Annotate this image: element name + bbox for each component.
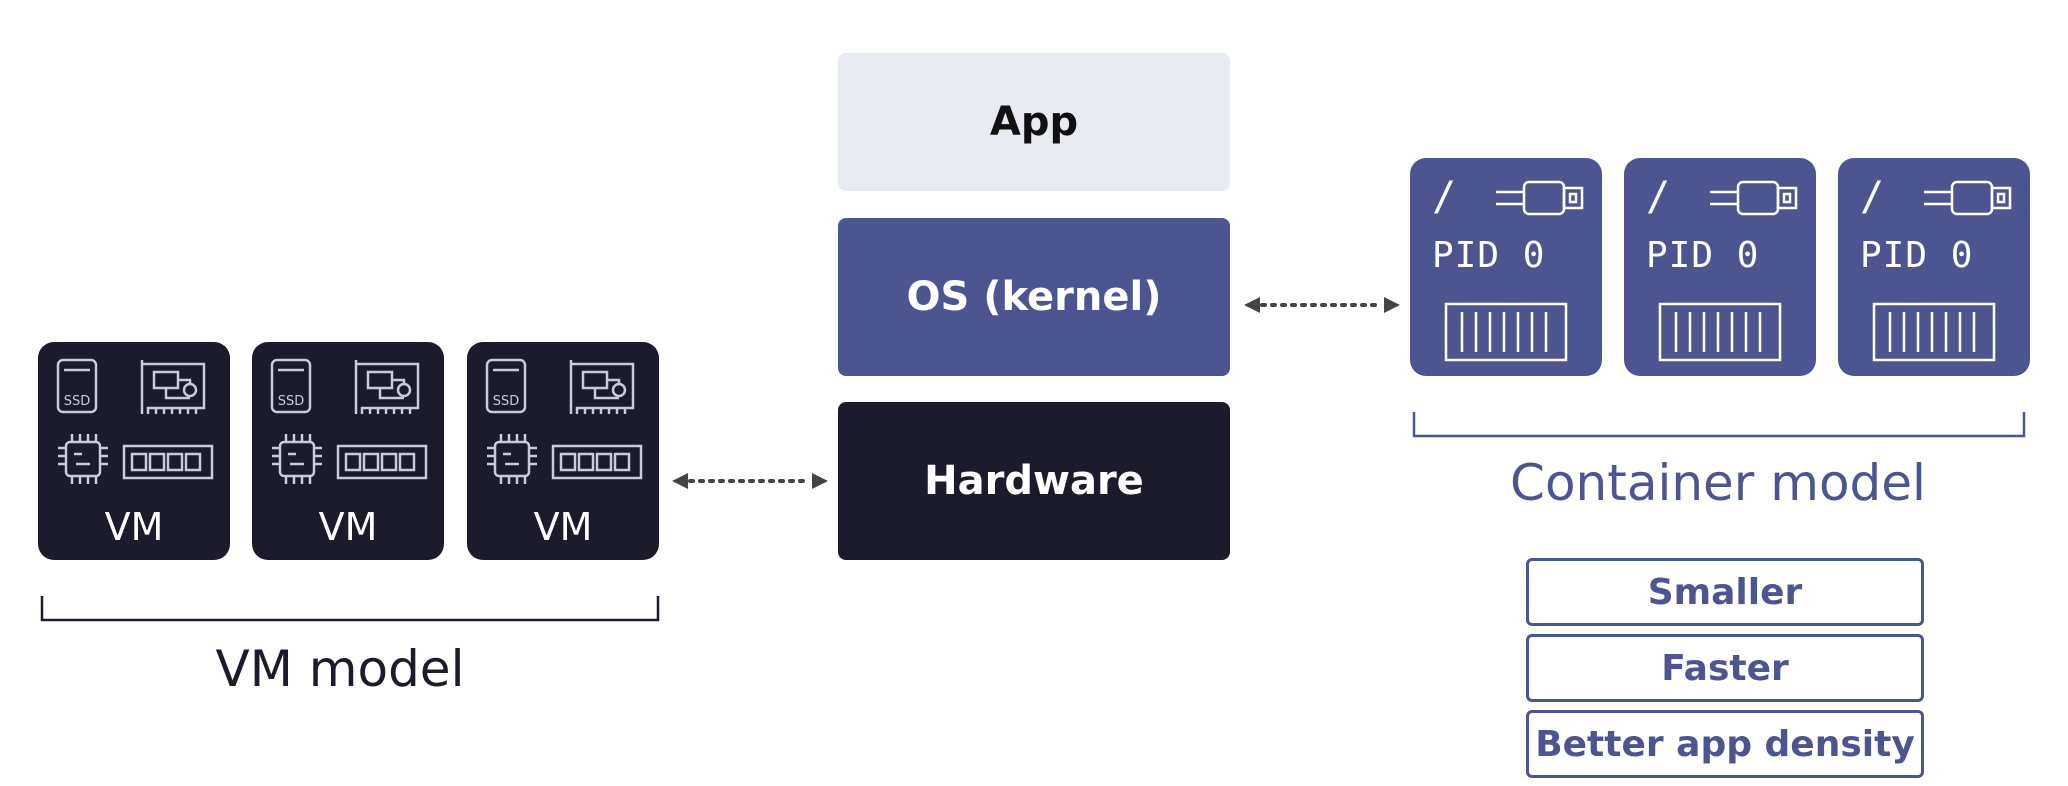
container-icons (1444, 180, 1584, 362)
network-plug-icon (1710, 180, 1798, 216)
vm-bracket (40, 596, 660, 622)
benefit-label: Smaller (1647, 571, 1803, 613)
pid-label: PID 0 (1432, 235, 1546, 276)
ram-icon (122, 444, 214, 480)
network-plug-icon (1924, 180, 2012, 216)
hardware-label: Hardware (924, 458, 1144, 504)
vm-hardware-icons: SSD (270, 358, 428, 484)
os-kernel-label: OS (kernel) (906, 274, 1162, 320)
root-path-label: / (1860, 174, 1885, 220)
container-card: / PID 0 (1624, 158, 1816, 376)
container-icon (1872, 302, 1996, 362)
benefit-density: Better app density (1526, 710, 1924, 778)
ssd-label: SSD (493, 394, 520, 409)
vm-label: VM (104, 505, 164, 549)
hardware-layer: Hardware (838, 402, 1230, 560)
container-card: / PID 0 (1410, 158, 1602, 376)
circuit-board-icon (569, 360, 635, 414)
app-layer: App (838, 53, 1230, 191)
ssd-label: SSD (278, 394, 305, 409)
container-icon (1444, 302, 1568, 362)
os-kernel-layer: OS (kernel) (838, 218, 1230, 376)
container-icons (1658, 180, 1798, 362)
ssd-label: SSD (64, 394, 91, 409)
root-path-label: / (1432, 174, 1457, 220)
pid-label: PID 0 (1860, 235, 1974, 276)
vm-card: SSD VM (467, 342, 659, 560)
ssd-icon (270, 358, 312, 414)
circuit-board-icon (140, 360, 206, 414)
vm-model-caption: VM model (215, 640, 465, 698)
ram-icon (336, 444, 428, 480)
cpu-icon (272, 434, 322, 484)
container-model-caption: Container model (1510, 454, 1926, 512)
container-card: / PID 0 (1838, 158, 2030, 376)
circuit-board-icon (354, 360, 420, 414)
pid-label: PID 0 (1646, 235, 1760, 276)
benefit-label: Better app density (1535, 723, 1915, 765)
vm-card: SSD VM (252, 342, 444, 560)
vm-label: VM (533, 505, 593, 549)
vm-hardware-icons: SSD (485, 358, 643, 484)
benefit-smaller: Smaller (1526, 558, 1924, 626)
benefit-label: Faster (1661, 647, 1789, 689)
ram-icon (551, 444, 643, 480)
benefit-faster: Faster (1526, 634, 1924, 702)
app-layer-label: App (989, 99, 1079, 145)
container-icon (1658, 302, 1782, 362)
double-arrow-icon (1244, 297, 1400, 313)
network-plug-icon (1496, 180, 1584, 216)
ssd-icon (485, 358, 527, 414)
container-icons (1872, 180, 2012, 362)
vm-card: SSD VM (38, 342, 230, 560)
ssd-icon (56, 358, 98, 414)
root-path-label: / (1646, 174, 1671, 220)
cpu-icon (58, 434, 108, 484)
vm-hardware-icons: SSD (56, 358, 214, 484)
container-bracket (1412, 412, 2026, 438)
cpu-icon (487, 434, 537, 484)
vm-label: VM (318, 505, 378, 549)
double-arrow-icon (672, 473, 828, 489)
